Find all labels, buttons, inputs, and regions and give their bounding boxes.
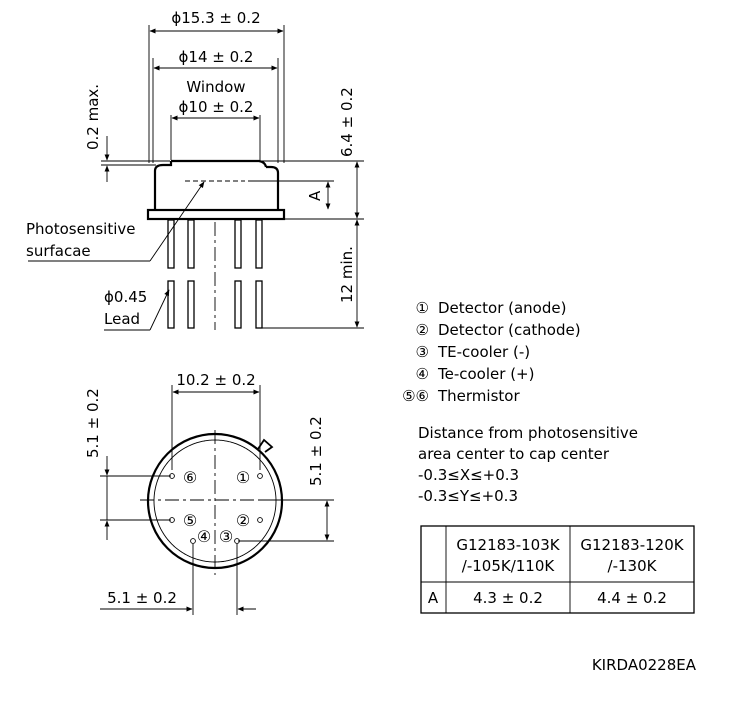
lead-length-label: 12 min. <box>338 246 356 303</box>
lead <box>187 280 195 329</box>
table-header-model-1-line1: G12183-103K <box>456 536 560 554</box>
table-cell: 4.3 ± 0.2 <box>473 589 543 607</box>
lead <box>234 280 242 329</box>
lead-leader-arrow <box>149 289 170 331</box>
lead-label: Lead <box>104 310 140 328</box>
leads-upper <box>167 219 263 269</box>
legend-mark-3: ③ <box>416 343 429 361</box>
side-view: ϕ15.3 ± 0.2 ϕ14 ± 0.2 Window ϕ10 ± 0.2 <box>26 9 364 331</box>
pin-hole <box>190 538 196 544</box>
note-line-1: Distance from photosensitive <box>418 424 638 442</box>
legend-mark-4: ④ <box>416 365 429 383</box>
pin-hole <box>257 517 263 523</box>
lead <box>167 280 175 329</box>
cap-right-outline <box>266 165 280 210</box>
lead <box>234 219 242 269</box>
pin-number-6: ⑥ <box>183 468 197 487</box>
drawing-code: KIRDA0228EA <box>592 656 697 674</box>
legend-mark-1: ① <box>416 299 429 317</box>
table-header-model-2-line2: /-130K <box>608 557 658 575</box>
legend-text-4: Te-cooler (+) <box>437 365 534 383</box>
table-cell: 4.4 ± 0.2 <box>597 589 667 607</box>
pin-spacing-y-left-label: 5.1 ± 0.2 <box>84 388 102 458</box>
pin-legend: ① Detector (anode) ② Detector (cathode) … <box>402 299 581 405</box>
photosensitive-label-line1: Photosensitive <box>26 220 135 238</box>
window-label: Window <box>186 78 245 96</box>
legend-text-5: Thermistor <box>437 387 520 405</box>
bottom-view: ① ② ③ ④ ⑤ ⑥ 10.2 ± 0.2 5.1 ± 0.2 5.1 ± 0… <box>84 371 334 615</box>
table-header-model-2-line1: G12183-120K <box>580 536 684 554</box>
cap-left-outline <box>153 161 173 210</box>
lead <box>255 219 263 269</box>
lead <box>255 280 263 329</box>
pin-hole <box>257 473 263 479</box>
note-line-2: area center to cap center <box>418 445 610 463</box>
note-line-3: -0.3≤X≤+0.3 <box>418 466 519 484</box>
pin-number-2: ② <box>236 511 250 530</box>
lead-diameter-label: ϕ0.45 <box>104 288 147 306</box>
rim-max-label: 0.2 max. <box>84 84 102 150</box>
legend-text-3: TE-cooler (-) <box>437 343 530 361</box>
pin-number-5: ⑤ <box>183 511 197 530</box>
table-header-model-1-line2: /-105K/110K <box>462 557 556 575</box>
lead <box>187 219 195 269</box>
pin-number-4: ④ <box>197 527 211 546</box>
pin-spacing-x-label: 10.2 ± 0.2 <box>176 371 255 389</box>
photosensitive-leader-arrow <box>149 181 205 262</box>
cap-diameter-label: ϕ14 ± 0.2 <box>179 48 254 66</box>
pin-spacing-y-right-label: 5.1 ± 0.2 <box>307 416 325 486</box>
tolerance-note: Distance from photosensitive area center… <box>418 424 638 505</box>
pin-spacing-bottom-label: 5.1 ± 0.2 <box>107 589 177 607</box>
lead <box>167 219 175 269</box>
dimension-a-table: G12183-103K /-105K/110K G12183-120K /-13… <box>420 525 695 614</box>
legend-text-2: Detector (cathode) <box>438 321 581 339</box>
legend-mark-5: ⑤⑥ <box>402 387 429 405</box>
legend-mark-2: ② <box>416 321 429 339</box>
header-flange <box>146 208 286 221</box>
pin-number-3: ③ <box>219 527 233 546</box>
height-label: 6.4 ± 0.2 <box>338 87 356 157</box>
outer-diameter-label: ϕ15.3 ± 0.2 <box>171 9 260 27</box>
index-tab <box>257 438 274 453</box>
window-diameter-label: ϕ10 ± 0.2 <box>179 98 254 116</box>
table-border <box>420 525 695 614</box>
legend-text-1: Detector (anode) <box>438 299 566 317</box>
note-line-4: -0.3≤Y≤+0.3 <box>418 487 518 505</box>
leads-lower <box>167 280 263 329</box>
pin-number-1: ① <box>236 468 250 487</box>
window-top-outline <box>171 159 268 168</box>
a-dimension-label: A <box>306 190 324 201</box>
photosensitive-label-line2: surfacae <box>26 242 91 260</box>
table-row-label: A <box>428 589 439 607</box>
